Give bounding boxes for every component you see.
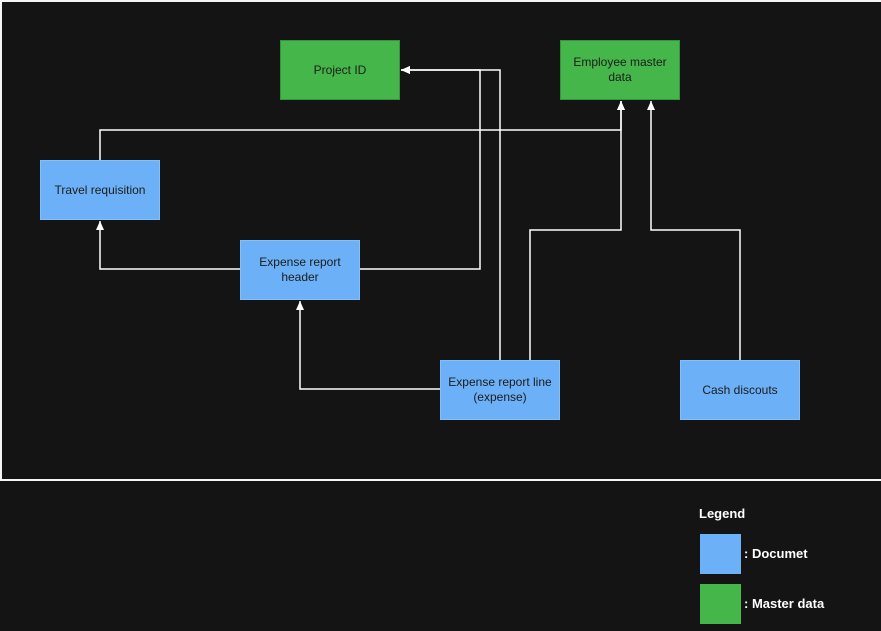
node-label-cash-discounts: Cash discouts — [702, 382, 778, 397]
legend-label-master: : Master data — [744, 596, 825, 611]
edge-expense-report-line--expense-report-header[interactable] — [296, 301, 440, 390]
edge-layer — [96, 66, 741, 390]
legend-label-document: : Documet — [744, 546, 808, 561]
node-label-expense-report-header: Expense report header — [259, 255, 341, 284]
diagram-canvas — [0, 0, 881, 481]
legend-swatch-document — [700, 534, 741, 574]
node-label-travel-requisition: Travel requisition — [54, 182, 146, 197]
edge-expense-report-line--employee-master-data[interactable] — [529, 101, 625, 360]
edge-expense-report-line--project-id[interactable] — [401, 66, 501, 360]
edge-expense-report-header--travel-requisition[interactable] — [96, 221, 240, 270]
node-expense-report-header[interactable]: Expense report header — [240, 240, 360, 300]
legend-item-document: : Documet — [699, 534, 879, 574]
node-expense-report-line[interactable]: Expense report line (expense) — [440, 360, 560, 420]
node-project-id[interactable]: Project ID — [280, 40, 400, 100]
node-travel-requisition[interactable]: Travel requisition — [40, 160, 160, 220]
edge-cash-discounts--employee-master-data[interactable] — [647, 101, 741, 360]
legend-title: Legend — [699, 506, 746, 521]
legend: Legend : Documet : Master data — [699, 506, 879, 631]
node-label-employee-master-data: Employee master data — [573, 55, 667, 84]
legend-item-master: : Master data — [699, 584, 879, 624]
edges-group — [96, 66, 741, 390]
node-employee-master-data[interactable]: Employee master data — [560, 40, 680, 100]
node-cash-discounts[interactable]: Cash discouts — [680, 360, 800, 420]
node-label-project-id: Project ID — [313, 62, 367, 77]
node-label-expense-report-line: Expense report line (expense) — [448, 375, 552, 404]
legend-swatch-master — [700, 584, 741, 624]
